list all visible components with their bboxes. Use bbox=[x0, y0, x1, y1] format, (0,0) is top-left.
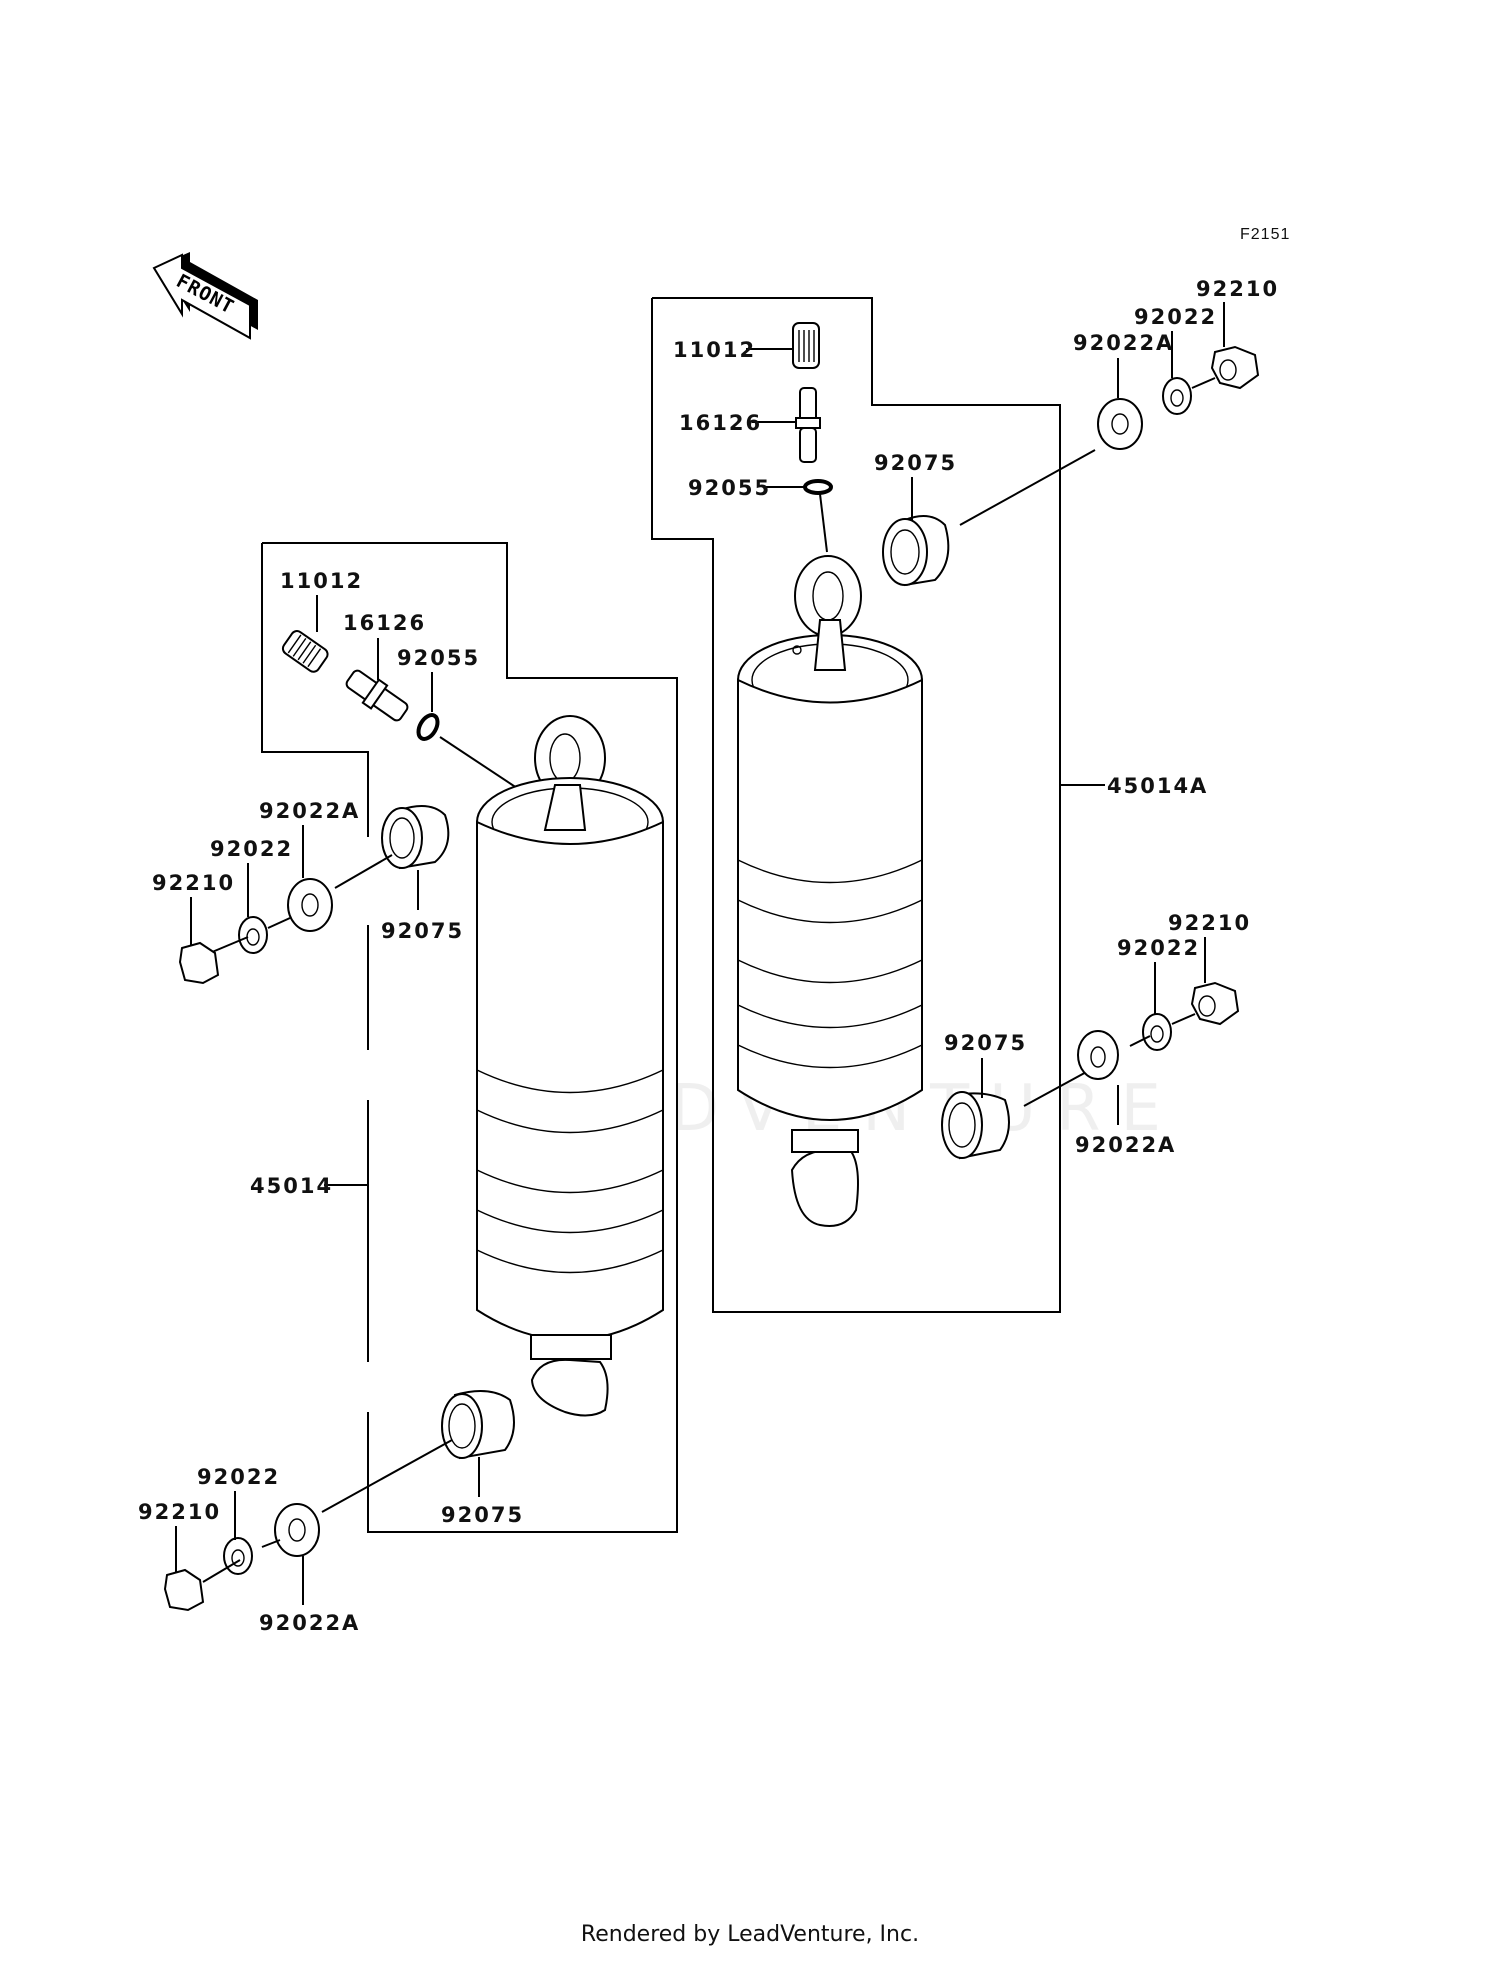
collar-icon bbox=[882, 515, 950, 587]
washer-small-icon bbox=[1162, 377, 1192, 415]
part-label-cap: 11012 bbox=[673, 338, 756, 362]
o-ring-icon bbox=[803, 479, 833, 495]
part-label-upper-collar: 92075 bbox=[381, 919, 464, 943]
collar-icon bbox=[941, 1091, 1010, 1160]
o-ring-icon bbox=[416, 713, 440, 741]
washer-large-icon bbox=[274, 1503, 320, 1557]
part-label-lower-nut: 92210 bbox=[138, 1500, 221, 1524]
part-label-upper-collar: 92075 bbox=[874, 451, 957, 475]
cap-nut-icon bbox=[1190, 981, 1240, 1026]
part-label-lower-collar: 92075 bbox=[441, 1503, 524, 1527]
part-label-upper-washer-large: 92022A bbox=[259, 799, 360, 823]
valve-icon bbox=[795, 387, 821, 463]
assembly-bracket bbox=[262, 542, 678, 1533]
part-label-lower-washer-large: 92022A bbox=[1075, 1133, 1176, 1157]
assembly-number: 45014 bbox=[250, 1174, 333, 1198]
front-arrow-icon: FRONT bbox=[152, 252, 258, 340]
valve-cap-icon bbox=[281, 630, 329, 673]
part-label-lower-nut: 92210 bbox=[1168, 911, 1251, 935]
part-label-upper-washer-small: 92022 bbox=[1134, 305, 1217, 329]
part-label-lower-collar: 92075 bbox=[944, 1031, 1027, 1055]
part-label-o-ring: 92055 bbox=[397, 646, 480, 670]
washer-large-icon bbox=[1077, 1030, 1119, 1080]
part-label-lower-washer-large: 92022A bbox=[259, 1611, 360, 1635]
part-label-upper-nut: 92210 bbox=[152, 871, 235, 895]
assembly-45014A: 45014A 11012 16126 92055 bbox=[651, 277, 1279, 1313]
hex-nut-icon bbox=[163, 1568, 205, 1612]
washer-large-icon bbox=[287, 878, 333, 932]
valve-icon bbox=[345, 669, 409, 722]
washer-small-icon bbox=[238, 916, 268, 954]
washer-small-icon bbox=[223, 1537, 253, 1575]
figure-code: F2151 bbox=[1240, 226, 1290, 243]
shock-absorber-icon bbox=[476, 715, 664, 1417]
assembly-bracket bbox=[651, 297, 1061, 1313]
part-label-valve: 16126 bbox=[343, 611, 426, 635]
part-label-upper-washer-small: 92022 bbox=[210, 837, 293, 861]
shock-absorber-icon bbox=[737, 555, 923, 1227]
part-label-o-ring: 92055 bbox=[688, 476, 771, 500]
washer-large-icon bbox=[1097, 398, 1143, 450]
part-label-valve: 16126 bbox=[679, 411, 762, 435]
part-label-lower-washer-small: 92022 bbox=[197, 1465, 280, 1489]
collar-icon bbox=[441, 1390, 515, 1460]
part-label-lower-washer-small: 92022 bbox=[1117, 936, 1200, 960]
washer-small-icon bbox=[1142, 1013, 1172, 1051]
part-label-upper-washer-large: 92022A bbox=[1073, 331, 1174, 355]
assembly-number: 45014A bbox=[1107, 774, 1208, 798]
assembly-45014: 45014 11012 16126 92055 bbox=[138, 542, 678, 1635]
footer-credit: Rendered by LeadVenture, Inc. bbox=[580, 1922, 920, 1947]
valve-cap-icon bbox=[792, 322, 820, 369]
part-label-upper-nut: 92210 bbox=[1196, 277, 1279, 301]
hex-nut-icon bbox=[178, 941, 220, 985]
cap-nut-icon bbox=[1210, 345, 1260, 390]
part-label-cap: 11012 bbox=[280, 569, 363, 593]
collar-icon bbox=[381, 805, 450, 870]
